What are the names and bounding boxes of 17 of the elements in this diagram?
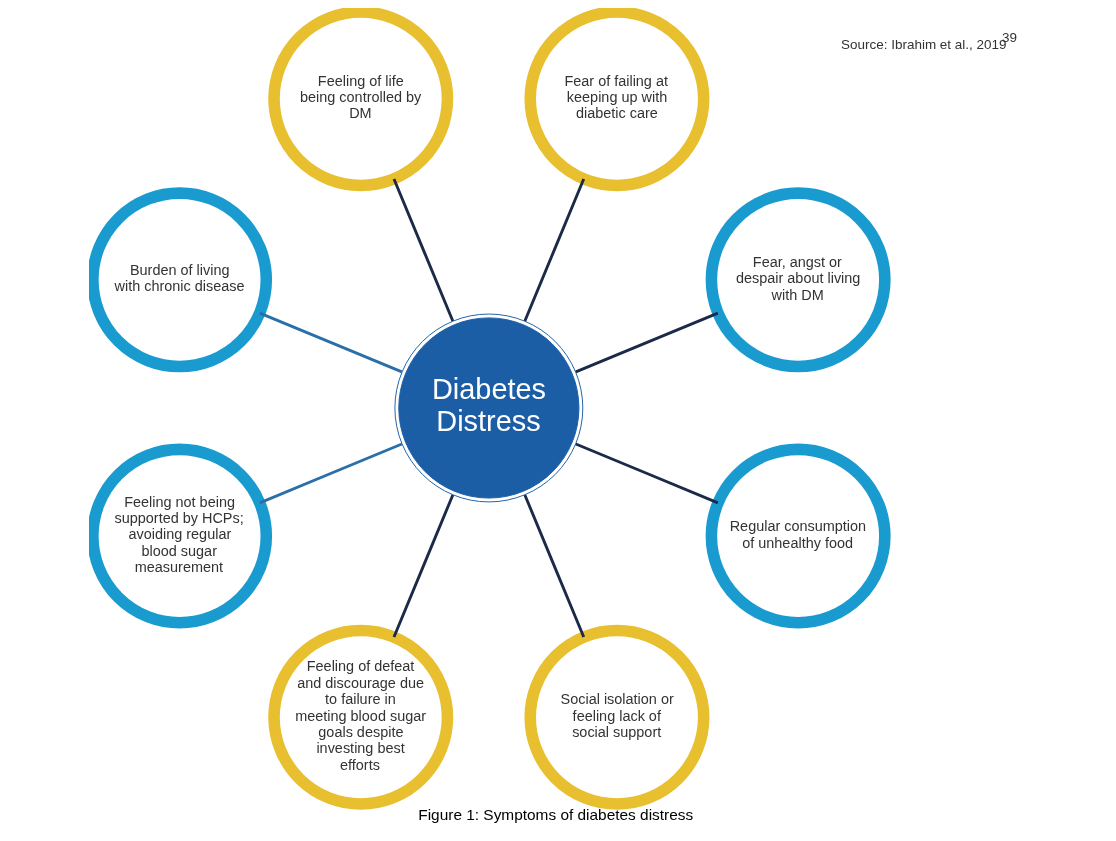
connector [259, 442, 403, 505]
connector [575, 442, 719, 505]
node-circle: Feeling of defeat and discourage due to failure in meeting blood sugar goals despite investing best efforts [268, 624, 454, 810]
connector [575, 311, 719, 374]
node-circle: Social isolation or feeling lack of social support [524, 624, 710, 810]
connector [392, 494, 455, 638]
node-circle: Regular consumption of unhealthy food [705, 443, 891, 629]
node-circle: Diabetes Distress [394, 313, 584, 503]
node-circle: Fear of failing at keeping up with diabetic care [524, 8, 710, 192]
connector [523, 494, 586, 638]
node-circle: Feeling not being supported by HCPs; avoiding regular blood sugar measurement [89, 443, 273, 629]
connector [392, 178, 455, 322]
node-circle: Fear, angst or despair about living with DM [705, 187, 891, 373]
connector [523, 178, 586, 322]
node-circle: Burden of living with chronic disease [89, 187, 273, 373]
node-circle: Feeling of life being controlled by DM [268, 8, 454, 192]
connector [259, 311, 403, 374]
